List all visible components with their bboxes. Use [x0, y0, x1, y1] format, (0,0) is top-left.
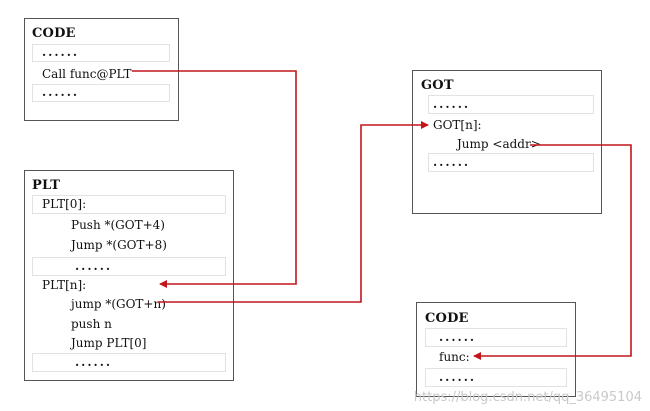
- got-jump-addr: Jump <addr>: [457, 137, 541, 151]
- got-row-3: [428, 153, 594, 172]
- plt-row-dots-2: [32, 353, 226, 372]
- plt-box: PLT PLT[0]: Push *(GOT+4) Jump *(GOT+8) …: [24, 170, 234, 381]
- plt-push-n: push n: [71, 317, 112, 331]
- code-box-bottom: CODE ...... func: ......: [416, 302, 576, 397]
- arrow-call-to-pltn: [132, 70, 297, 288]
- code-bottom-dots-1: ......: [439, 330, 477, 344]
- got-label-gotn: GOT[n]:: [433, 118, 482, 132]
- code-top-dots-3: ......: [42, 85, 80, 99]
- plt-box-title: PLT: [32, 178, 61, 193]
- got-box-title: GOT: [421, 78, 454, 93]
- code-box-bottom-title: CODE: [425, 311, 469, 326]
- plt-jump-gotn: jump *(GOT+n): [71, 297, 166, 311]
- code-bottom-dots-3: ......: [439, 370, 477, 384]
- plt-label-plt0: PLT[0]:: [42, 197, 87, 211]
- code-top-call-func: Call func@PLT: [42, 67, 132, 81]
- plt-dots-1: ......: [75, 259, 113, 273]
- got-dots-3: ......: [433, 155, 471, 169]
- code-bottom-row-3: [425, 368, 567, 387]
- code-top-dots-1: ......: [42, 45, 80, 59]
- code-box-top: CODE ...... Call func@PLT ......: [24, 18, 179, 121]
- got-box: GOT ...... GOT[n]: Jump <addr> ......: [412, 70, 602, 214]
- plt-row-dots: [32, 257, 226, 276]
- arrow-addr-to-func: [473, 144, 632, 360]
- code-box-top-title: CODE: [32, 26, 76, 41]
- code-bottom-row-1: [425, 328, 567, 347]
- plt-row-plt0: [32, 195, 226, 214]
- plt-dots-2: ......: [75, 355, 113, 369]
- plt-label-pltn: PLT[n]:: [42, 278, 87, 292]
- got-row-1: [428, 95, 594, 114]
- code-top-row-3: [32, 84, 170, 102]
- plt-push-got4: Push *(GOT+4): [71, 218, 165, 232]
- plt-jump-plt0: Jump PLT[0]: [71, 336, 147, 350]
- code-top-row-1: [32, 44, 170, 62]
- got-dots-1: ......: [433, 97, 471, 111]
- arrow-jump-to-gotn: [158, 121, 429, 303]
- code-bottom-func: func:: [439, 350, 470, 364]
- plt-jump-got8: Jump *(GOT+8): [71, 238, 167, 252]
- watermark-text: https://blog.csdn.net/qq_36495104: [413, 390, 642, 405]
